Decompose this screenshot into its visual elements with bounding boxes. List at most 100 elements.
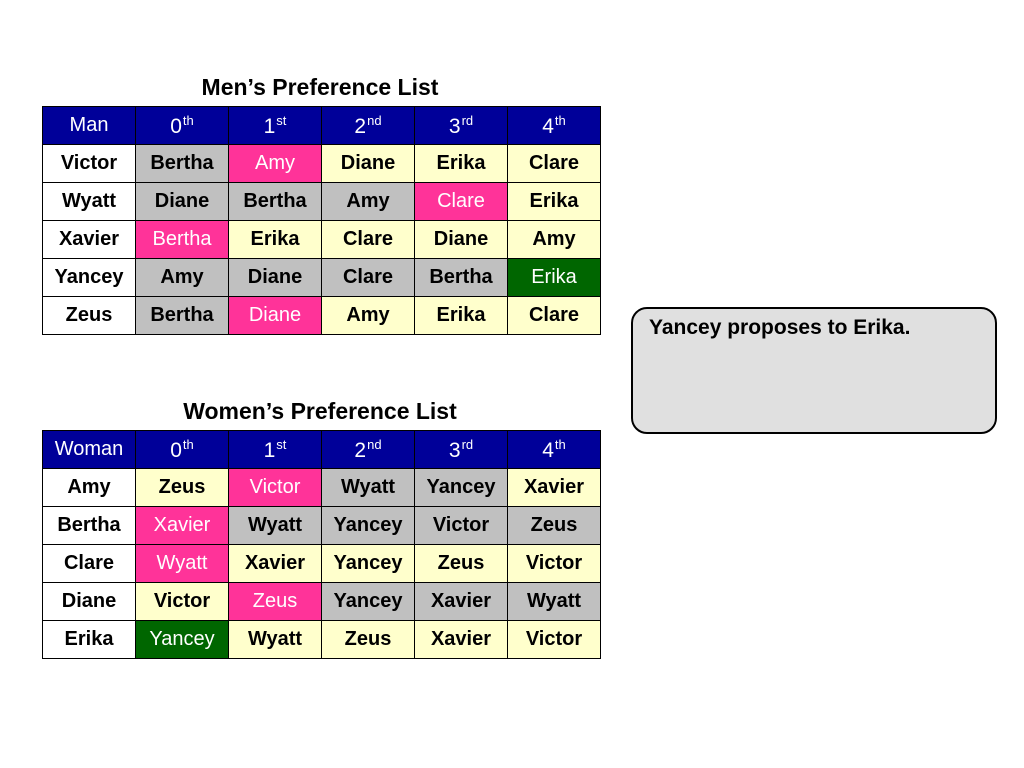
preference-cell: Zeus xyxy=(321,620,415,659)
row-name-cell: Yancey xyxy=(42,258,136,297)
rank-number: 4 xyxy=(542,114,554,138)
preference-cell: Diane xyxy=(135,182,229,221)
preference-cell: Clare xyxy=(321,220,415,259)
preference-cell: Victor xyxy=(135,582,229,621)
row-name-cell: Wyatt xyxy=(42,182,136,221)
rank-suffix: th xyxy=(554,436,566,452)
preference-cell: Victor xyxy=(507,544,601,583)
rank-suffix: rd xyxy=(461,436,474,452)
preference-cell: Diane xyxy=(228,296,322,335)
header-rank-4: 4th xyxy=(507,106,601,145)
womens-preference-title: Women’s Preference List xyxy=(183,398,457,424)
preference-cell: Wyatt xyxy=(228,620,322,659)
rank-number: 1 xyxy=(263,438,276,462)
preference-cell: Victor xyxy=(228,468,322,507)
rank-suffix: th xyxy=(182,112,194,128)
preference-cell: Bertha xyxy=(228,182,322,221)
preference-cell: Xavier xyxy=(135,506,229,545)
preference-cell: Erika xyxy=(507,258,601,297)
header-rank-1: 1st xyxy=(228,430,322,469)
preference-cell: Amy xyxy=(321,182,415,221)
header-rank-2: 2nd xyxy=(321,430,415,469)
preference-cell: Victor xyxy=(414,506,508,545)
rank-number: 4 xyxy=(542,438,554,462)
status-message-box: Yancey proposes to Erika. xyxy=(631,307,997,434)
preference-cell: Diane xyxy=(414,220,508,259)
row-name-cell: Zeus xyxy=(42,296,136,335)
rank-suffix: nd xyxy=(367,112,382,128)
rank-suffix: nd xyxy=(367,436,382,452)
preference-cell: Amy xyxy=(321,296,415,335)
rank-number: 0 xyxy=(170,114,182,138)
header-label-cell: Woman xyxy=(42,430,136,469)
header-rank-0: 0th xyxy=(135,430,229,469)
rank-number: 1 xyxy=(263,114,276,138)
row-name-cell: Diane xyxy=(42,582,136,621)
preference-cell: Clare xyxy=(507,144,601,183)
row-name-cell: Victor xyxy=(42,144,136,183)
row-name-cell: Bertha xyxy=(42,506,136,545)
rank-suffix: st xyxy=(276,436,287,452)
preference-cell: Yancey xyxy=(135,620,229,659)
preference-cell: Zeus xyxy=(135,468,229,507)
rank-number: 3 xyxy=(448,438,461,462)
row-name-cell: Erika xyxy=(42,620,136,659)
preference-cell: Bertha xyxy=(135,144,229,183)
preference-cell: Wyatt xyxy=(135,544,229,583)
row-name-cell: Clare xyxy=(42,544,136,583)
preference-cell: Clare xyxy=(414,182,508,221)
row-name-cell: Xavier xyxy=(42,220,136,259)
preference-cell: Amy xyxy=(135,258,229,297)
preference-cell: Xavier xyxy=(507,468,601,507)
preference-cell: Zeus xyxy=(228,582,322,621)
rank-number: 2 xyxy=(354,114,367,138)
preference-cell: Erika xyxy=(414,144,508,183)
header-rank-0: 0th xyxy=(135,106,229,145)
rank-number: 3 xyxy=(448,114,461,138)
preference-cell: Yancey xyxy=(414,468,508,507)
rank-suffix: rd xyxy=(461,112,474,128)
header-label-cell: Man xyxy=(42,106,136,145)
preference-cell: Xavier xyxy=(414,620,508,659)
rank-suffix: th xyxy=(182,436,194,452)
header-rank-1: 1st xyxy=(228,106,322,145)
preference-cell: Bertha xyxy=(135,220,229,259)
preference-cell: Wyatt xyxy=(507,582,601,621)
header-rank-3: 3rd xyxy=(414,430,508,469)
preference-cell: Zeus xyxy=(414,544,508,583)
preference-cell: Erika xyxy=(507,182,601,221)
rank-number: 0 xyxy=(170,438,182,462)
preference-cell: Wyatt xyxy=(321,468,415,507)
preference-cell: Victor xyxy=(507,620,601,659)
preference-cell: Erika xyxy=(228,220,322,259)
preference-cell: Clare xyxy=(321,258,415,297)
preference-cell: Clare xyxy=(507,296,601,335)
status-message-text: Yancey proposes to Erika. xyxy=(649,316,911,339)
row-name-cell: Amy xyxy=(42,468,136,507)
preference-cell: Yancey xyxy=(321,506,415,545)
header-rank-2: 2nd xyxy=(321,106,415,145)
preference-cell: Amy xyxy=(228,144,322,183)
header-rank-4: 4th xyxy=(507,430,601,469)
preference-cell: Bertha xyxy=(414,258,508,297)
preference-cell: Diane xyxy=(228,258,322,297)
preference-cell: Xavier xyxy=(228,544,322,583)
header-rank-3: 3rd xyxy=(414,106,508,145)
preference-cell: Bertha xyxy=(135,296,229,335)
preference-cell: Wyatt xyxy=(228,506,322,545)
preference-cell: Amy xyxy=(507,220,601,259)
